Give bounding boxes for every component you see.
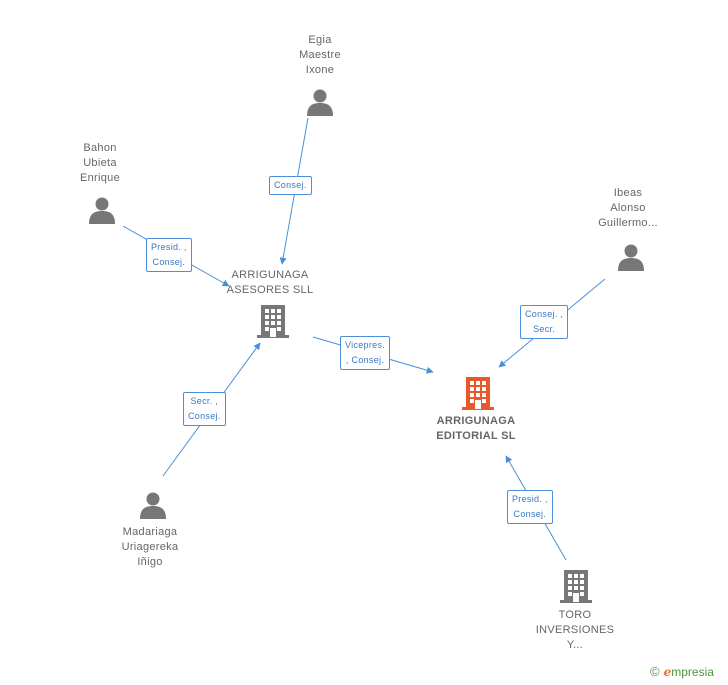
node-label-bahon[interactable]: Bahon Ubieta Enrique xyxy=(79,142,120,184)
building-icon[interactable] xyxy=(462,375,494,411)
copyright-symbol: © xyxy=(650,664,660,679)
node-label-madariaga[interactable]: Madariaga Uriagereka Iñigo xyxy=(121,526,179,568)
brand-logo-e: e xyxy=(663,665,672,679)
relation-label-egia-asesores[interactable]: Consej. xyxy=(269,176,312,195)
node-label-editorial[interactable]: ARRIGUNAGA EDITORIAL SL xyxy=(436,415,516,442)
relation-label-toro-editorial[interactable]: Presid. , Consej. xyxy=(507,490,553,524)
building-icon[interactable] xyxy=(560,568,592,604)
node-label-asesores[interactable]: ARRIGUNAGA ASESORES SLL xyxy=(226,269,314,296)
relation-label-madariaga-asesores[interactable]: Secr. , Consej. xyxy=(183,392,226,426)
node-label-egia[interactable]: Egia Maestre Ixone xyxy=(299,34,341,76)
footer-brand[interactable]: ©empresia xyxy=(650,664,714,679)
relation-label-ibeas-editorial[interactable]: Consej. , Secr. xyxy=(520,305,569,339)
relation-label-bahon-asesores[interactable]: Presid. , Consej. xyxy=(146,238,192,272)
person-icon[interactable] xyxy=(306,88,334,116)
node-label-ibeas[interactable]: Ibeas Alonso Guillermo... xyxy=(598,187,658,229)
node-label-toro[interactable]: TORO INVERSIONES Y... xyxy=(535,609,615,651)
brand-logo-text: mpresia xyxy=(671,665,714,679)
person-icon[interactable] xyxy=(617,243,645,271)
person-icon[interactable] xyxy=(88,196,116,224)
relation-label-asesores-editorial[interactable]: Vicepres. , Consej. xyxy=(340,336,391,370)
person-icon[interactable] xyxy=(139,491,167,519)
building-icon[interactable] xyxy=(257,303,289,339)
